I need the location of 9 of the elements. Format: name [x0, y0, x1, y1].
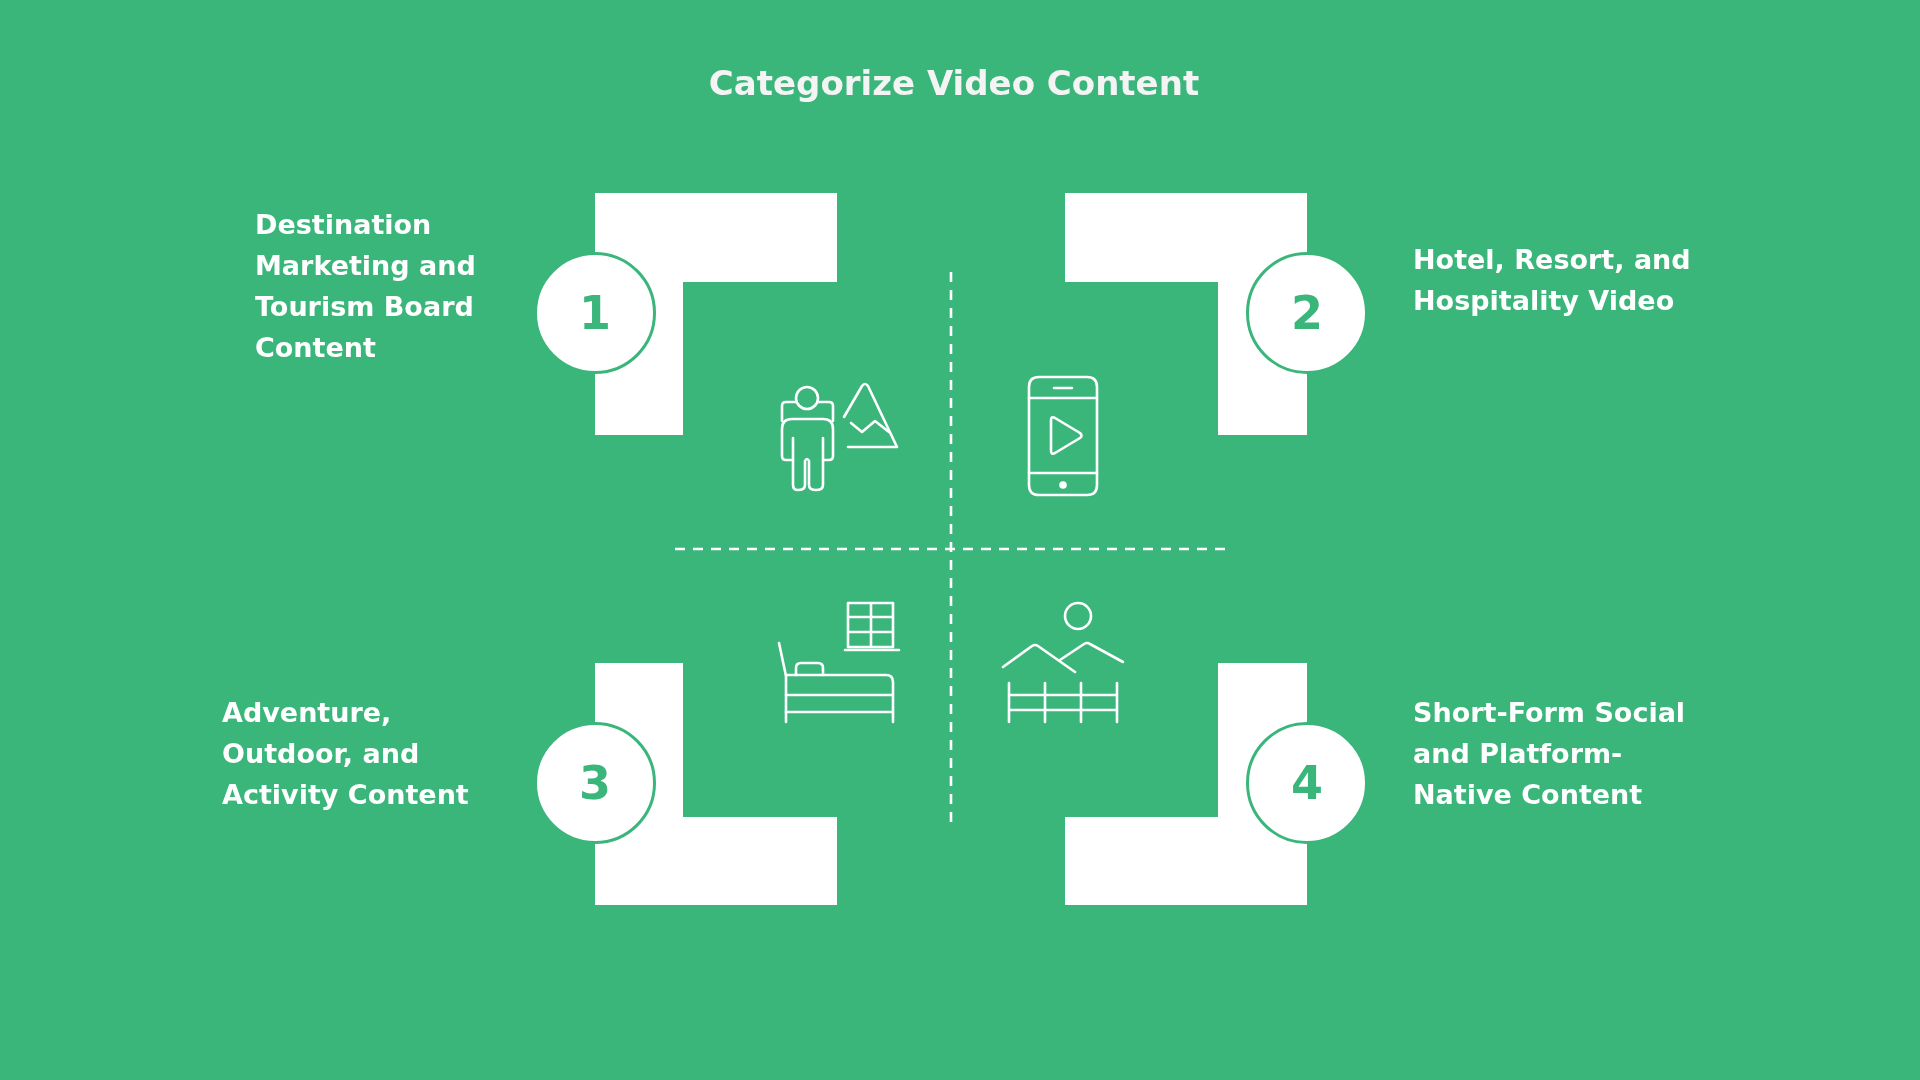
step-number: 1 — [579, 290, 611, 336]
category-label: Short-Form Social and Platform-Native Content — [1413, 696, 1687, 812]
diagram-title: Categorize Video Content — [708, 63, 1200, 103]
step-number: 3 — [579, 760, 611, 806]
category-label: Hotel, Resort, and Hospitality Video — [1413, 243, 1692, 318]
step-number: 2 — [1291, 290, 1323, 336]
step-number: 4 — [1291, 760, 1323, 806]
category-label: Destination Marketing and Tourism Board Content — [255, 208, 477, 365]
category-label: Adventure, Outdoor, and Activity Content — [222, 696, 470, 812]
